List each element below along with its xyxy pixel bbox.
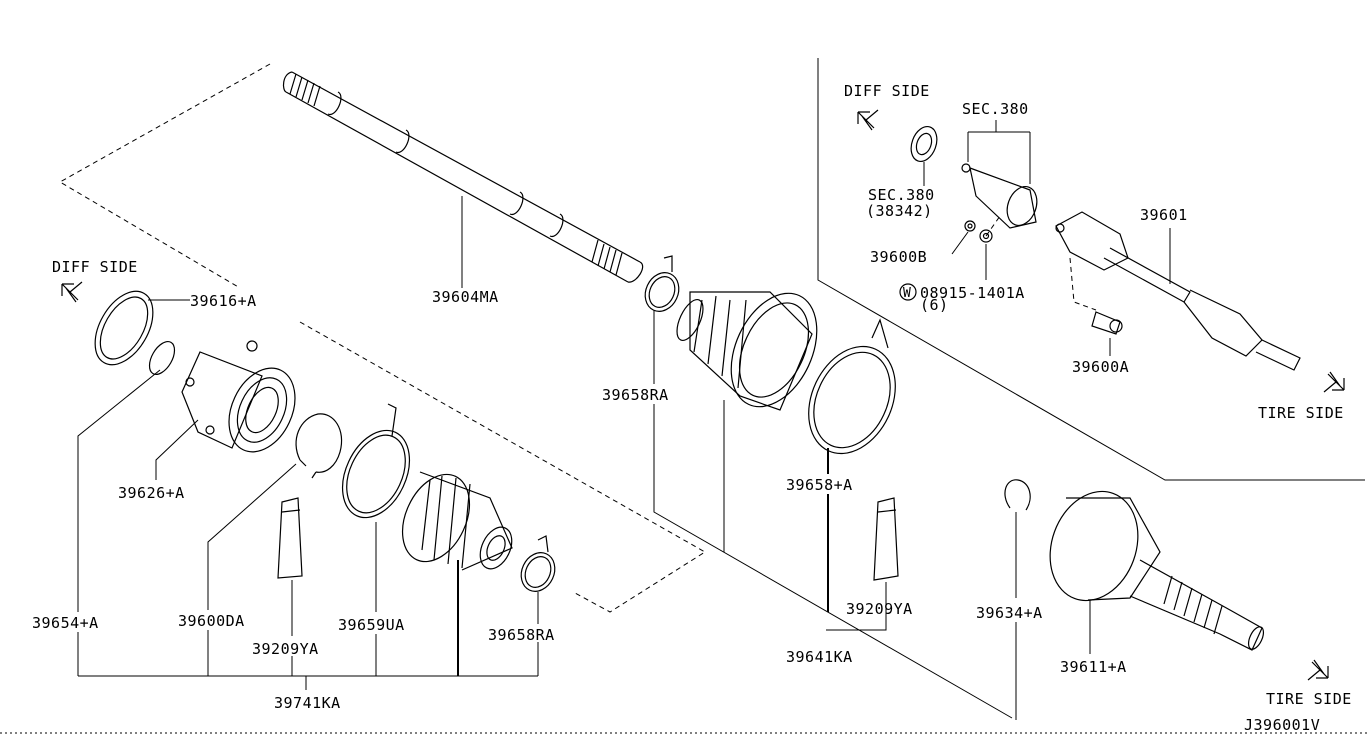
label-tire-side-inset: TIRE SIDE (1258, 404, 1344, 422)
label-39634A[interactable]: 39634+A (976, 604, 1043, 622)
grease-39209YA-right[interactable] (873, 497, 899, 581)
label-39741KA[interactable]: 39741KA (274, 694, 341, 712)
label-sec380-top[interactable]: SEC.380 (962, 100, 1029, 118)
diff-side-inset-arrow-icon (857, 109, 879, 131)
band-39659UA[interactable] (329, 403, 422, 528)
label-39658RA-upper[interactable]: 39658RA (602, 386, 669, 404)
label-39659UA[interactable]: 39659UA (338, 616, 405, 634)
label-39600DA[interactable]: 39600DA (178, 612, 245, 630)
diagram-code: J396001V (1244, 716, 1320, 734)
label-39658A[interactable]: 39658+A (786, 476, 853, 494)
band-39658A[interactable] (792, 318, 912, 468)
inset-border (817, 58, 1365, 481)
label-diff-side-left: DIFF SIDE (52, 258, 138, 276)
label-diff-side-inset: DIFF SIDE (844, 82, 930, 100)
clamp-39658RA-upper[interactable] (639, 255, 685, 317)
circlip-39654A[interactable] (144, 337, 179, 378)
circlip-39600DA[interactable] (295, 413, 343, 479)
label-sec380-sub: (38342) (866, 202, 933, 220)
label-39626A[interactable]: 39626+A (118, 484, 185, 502)
label-39601[interactable]: 39601 (1140, 206, 1188, 224)
label-tire-side-main: TIRE SIDE (1266, 690, 1352, 708)
label-39658RA-lower[interactable]: 39658RA (488, 626, 555, 644)
driveshaft-39601[interactable] (1055, 211, 1301, 371)
boot-outer[interactable] (672, 280, 834, 421)
ring-39616A[interactable] (83, 281, 165, 374)
washer-mark-icon (899, 283, 917, 301)
bolt-39600A[interactable] (1091, 311, 1123, 335)
circlip-39634A[interactable] (1004, 479, 1031, 511)
boot-inner[interactable] (389, 464, 518, 574)
label-39611A[interactable]: 39611+A (1060, 658, 1127, 676)
housing-39626A[interactable] (181, 340, 308, 463)
label-39209YA-right[interactable]: 39209YA (846, 600, 913, 618)
grease-39209YA-left[interactable] (277, 497, 303, 579)
label-39654A[interactable]: 39654+A (32, 614, 99, 632)
clamp-39658RA-lower[interactable] (515, 535, 561, 597)
outer-joint-39611A[interactable] (1035, 479, 1266, 651)
washer-08915-1401A[interactable] (979, 229, 993, 243)
label-08915-1401A[interactable]: 08915-1401A (920, 284, 1025, 302)
label-39604MA[interactable]: 39604MA (432, 288, 499, 306)
label-08915-qty: (6) (920, 296, 949, 314)
tire-side-main-arrow-icon (1307, 659, 1329, 681)
label-39600B[interactable]: 39600B (870, 248, 927, 266)
shaft-39604MA[interactable] (282, 71, 644, 283)
seal-38342[interactable] (907, 123, 942, 165)
label-sec380-mid[interactable]: SEC.380 (868, 186, 935, 204)
label-39641KA[interactable]: 39641KA (786, 648, 853, 666)
label-39616A[interactable]: 39616+A (190, 292, 257, 310)
label-39209YA-left[interactable]: 39209YA (252, 640, 319, 658)
label-washer-mark: W (903, 286, 911, 301)
tire-side-inset-arrow-icon (1323, 371, 1345, 393)
diff-side-arrow-icon (61, 281, 83, 303)
dashed-envelope-upper (58, 63, 271, 289)
leader-lines (77, 120, 1171, 720)
label-39600A[interactable]: 39600A (1072, 358, 1129, 376)
flange-sec380[interactable] (961, 163, 1042, 230)
dashed-envelope-lower (299, 321, 706, 613)
nut-39600B[interactable] (964, 220, 976, 232)
